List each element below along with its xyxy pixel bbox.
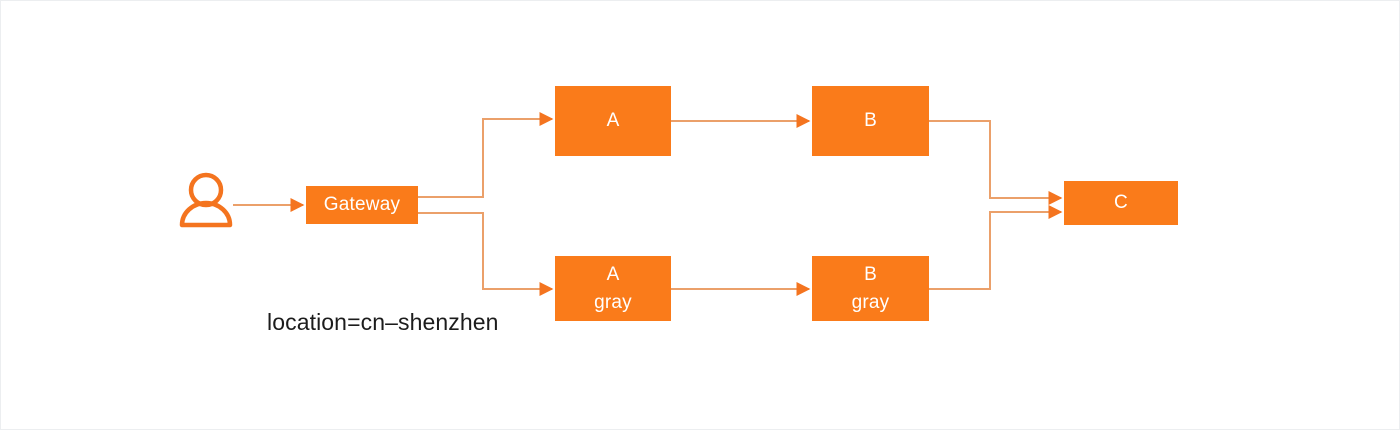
node-b-gray[interactable]: B gray (812, 256, 929, 321)
location-caption: location=cn–shenzhen (267, 309, 499, 335)
node-a-gray-sublabel: gray (594, 291, 632, 313)
node-a-gray-label: A (606, 263, 620, 285)
node-a[interactable]: A (555, 86, 671, 156)
node-gateway[interactable]: Gateway (306, 186, 418, 224)
edge-b-gray-c (929, 205, 1063, 290)
node-a-label: A (606, 110, 620, 132)
node-c-label: C (1114, 192, 1128, 214)
user-icon (179, 172, 233, 228)
node-b[interactable]: B (812, 86, 929, 156)
node-a-gray[interactable]: A gray (555, 256, 671, 321)
node-b-gray-sublabel: gray (851, 291, 890, 313)
node-c[interactable]: C (1064, 181, 1178, 225)
node-b-gray-label: B (864, 263, 877, 285)
edge-b-c (929, 120, 1063, 205)
edge-gateway-a-gray (418, 212, 554, 296)
node-b-label: B (864, 110, 877, 132)
edge-gateway-a (418, 112, 554, 198)
node-gateway-label: Gateway (323, 194, 401, 216)
